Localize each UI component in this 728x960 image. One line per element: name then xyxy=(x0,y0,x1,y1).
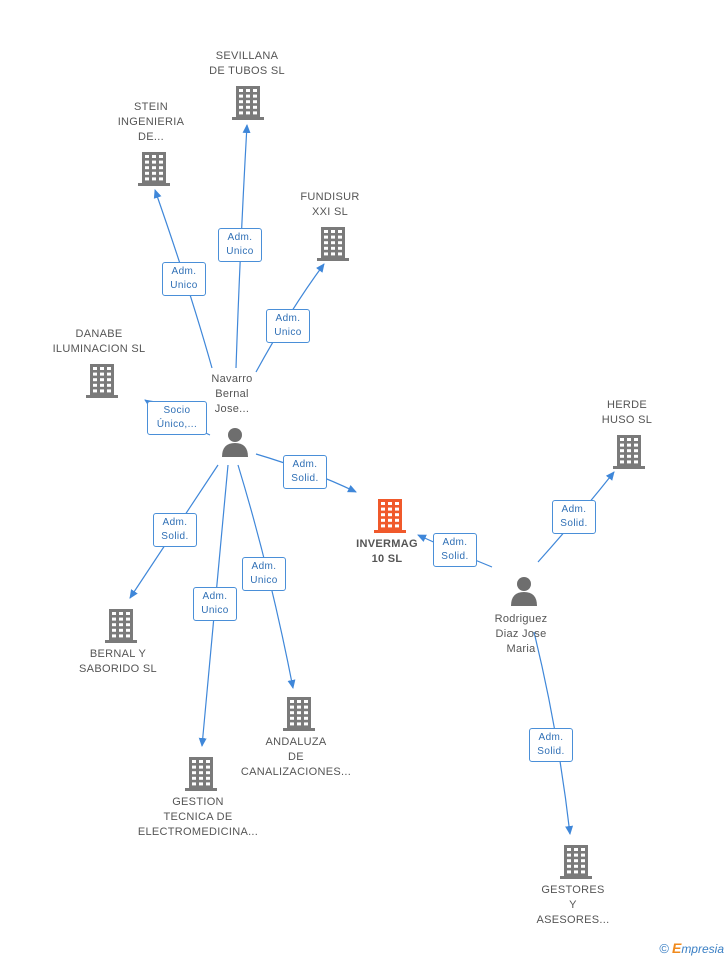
edge-label-andaluza[interactable]: Adm.Unico xyxy=(242,557,286,591)
building-icon-bernal[interactable] xyxy=(104,607,138,643)
edge-label-rodriguez-invermag[interactable]: Adm.Solid. xyxy=(433,533,477,567)
edge-label-sevillana[interactable]: Adm.Unico xyxy=(218,228,262,262)
building-icon-danabe[interactable] xyxy=(85,362,119,398)
building-icon-sevillana[interactable] xyxy=(231,84,265,120)
edge-label-navarro-invermag[interactable]: Adm.Solid. xyxy=(283,455,327,489)
building-shape xyxy=(232,86,264,120)
person-icon-navarro[interactable] xyxy=(220,426,250,458)
edge-label-gestores[interactable]: Adm.Solid. xyxy=(529,728,573,762)
edge-label-fundisur[interactable]: Adm.Unico xyxy=(266,309,310,343)
edge-label-stein[interactable]: Adm.Unico xyxy=(162,262,206,296)
building-icon-fundisur[interactable] xyxy=(316,225,350,261)
building-icon-herde[interactable] xyxy=(612,433,646,469)
building-icon-stein[interactable] xyxy=(137,150,171,186)
person-icon-rodriguez[interactable] xyxy=(509,575,539,607)
building-icon-gestores[interactable] xyxy=(559,843,593,879)
edge-label-gestion[interactable]: Adm.Unico xyxy=(193,587,237,621)
edge-label-bernal[interactable]: Adm.Solid. xyxy=(153,513,197,547)
building-icon-invermag[interactable] xyxy=(373,497,407,533)
empresia-logo[interactable]: ©Empresia xyxy=(659,940,724,956)
building-icon-gestion[interactable] xyxy=(184,755,218,791)
building-icon-andaluza[interactable] xyxy=(282,695,316,731)
copyright-symbol: © xyxy=(659,941,669,956)
edge-label-herde[interactable]: Adm.Solid. xyxy=(552,500,596,534)
